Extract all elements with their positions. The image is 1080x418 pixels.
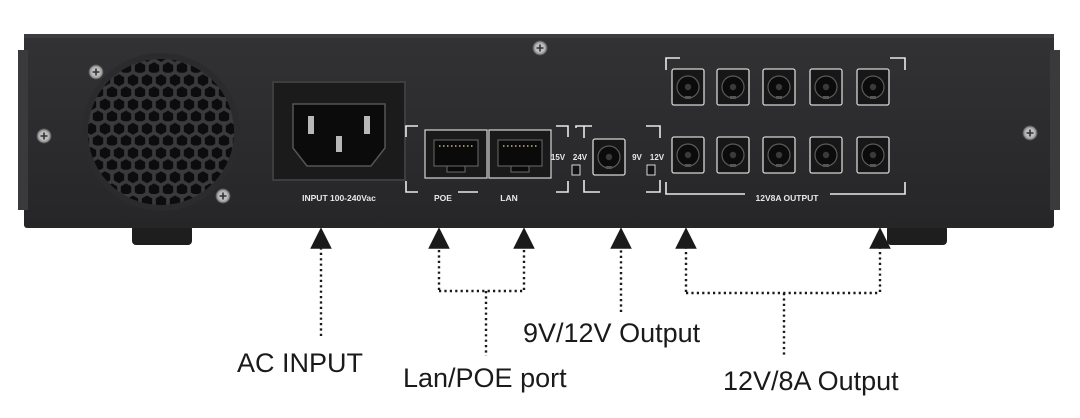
output-bracket bbox=[665, 57, 906, 195]
callout-lan-poe: Lan/POE port bbox=[403, 363, 567, 393]
screw-icon bbox=[36, 128, 52, 144]
callout-arrows bbox=[310, 227, 891, 356]
dc-jack-icon bbox=[716, 136, 750, 174]
lan-label: LAN bbox=[500, 193, 517, 203]
screw-icon bbox=[88, 64, 104, 80]
dc-jack-icon bbox=[856, 136, 890, 174]
voltage-switch-9-12 bbox=[646, 164, 656, 176]
input-label: INPUT 100-240Vac bbox=[302, 193, 376, 203]
left-rail bbox=[18, 50, 28, 210]
dc-9v-12v-bracket bbox=[575, 125, 661, 193]
poe-label: POE bbox=[434, 193, 452, 203]
dc-jack-icon bbox=[809, 136, 843, 174]
screw-icon bbox=[532, 40, 548, 56]
callout-12v-8a: 12V/8A Output bbox=[723, 366, 899, 396]
dc-jack-icon bbox=[592, 138, 626, 176]
v15-label: 15V bbox=[551, 153, 566, 162]
right-rail bbox=[1050, 50, 1060, 210]
dc-jack-icon bbox=[856, 68, 890, 106]
right-foot bbox=[887, 225, 947, 245]
voltage-switch-15-24 bbox=[571, 164, 581, 176]
screw-icon bbox=[1022, 125, 1038, 141]
lan-poe-bracket bbox=[405, 125, 569, 193]
v24-label: 24V bbox=[573, 153, 588, 162]
fan-grille-icon bbox=[82, 53, 240, 211]
callout-ac-input: AC INPUT bbox=[237, 348, 363, 378]
screw-icon bbox=[215, 188, 231, 204]
dc-jack-icon bbox=[762, 68, 796, 106]
dc-jack-icon bbox=[671, 68, 705, 106]
rj45-port-icon bbox=[488, 129, 552, 179]
output-label: 12V8A OUTPUT bbox=[756, 193, 820, 203]
rj45-port-icon bbox=[424, 129, 488, 179]
v12-label: 12V bbox=[650, 153, 665, 162]
v9-label: 9V bbox=[632, 153, 642, 162]
dc-jack-icon bbox=[809, 68, 843, 106]
output-jacks-top-row bbox=[671, 68, 890, 106]
left-foot bbox=[132, 225, 192, 245]
callout-9v-12v: 9V/12V Output bbox=[523, 318, 701, 348]
output-jacks-bottom-row bbox=[671, 136, 890, 174]
iec-inlet-icon bbox=[272, 81, 406, 181]
dc-jack-icon bbox=[762, 136, 796, 174]
dc-jack-icon bbox=[671, 136, 705, 174]
dc-jack-icon bbox=[716, 68, 750, 106]
